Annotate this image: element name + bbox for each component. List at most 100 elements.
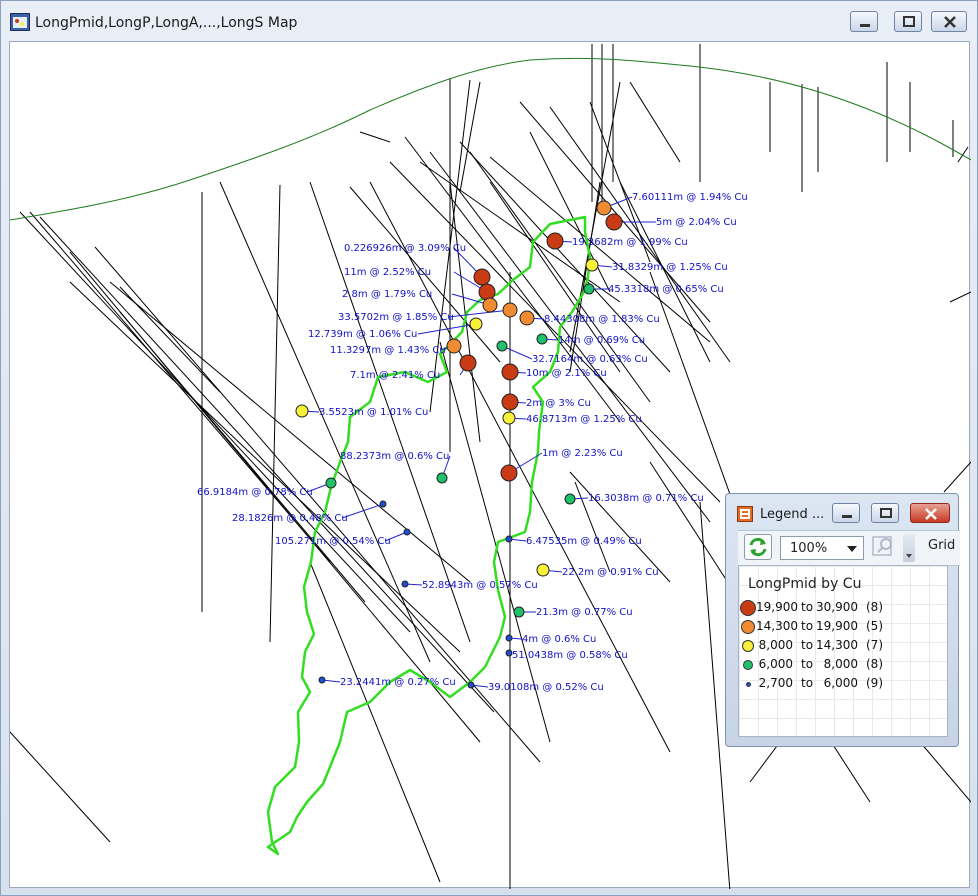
restore-icon xyxy=(880,508,892,518)
legend-settings-button[interactable] xyxy=(870,534,898,560)
drillhole-line xyxy=(269,184,281,643)
legend-toolbar: 100% Grid xyxy=(738,530,960,566)
sample-label: 10m @ 2.1% Cu xyxy=(526,368,607,379)
sample-marker[interactable] xyxy=(505,535,513,543)
drillhole-line xyxy=(10,731,111,843)
sample-marker[interactable] xyxy=(379,500,387,508)
sample-marker[interactable] xyxy=(500,464,518,482)
minimize-button[interactable] xyxy=(850,11,878,32)
sample-label: 0.226926m @ 3.09% Cu xyxy=(344,243,466,254)
sample-marker[interactable] xyxy=(564,493,576,505)
drillhole-line xyxy=(94,246,541,763)
sample-marker[interactable] xyxy=(496,340,508,352)
sample-marker[interactable] xyxy=(502,411,516,425)
sample-label: 45.3318m @ 0.65% Cu xyxy=(608,284,724,295)
sample-label: 8.44308m @ 1.83% Cu xyxy=(544,314,660,325)
sample-marker[interactable] xyxy=(325,477,337,489)
legend-minimize-button[interactable] xyxy=(832,503,860,523)
legend-count: (9) xyxy=(866,676,883,690)
drillhole-line xyxy=(359,131,391,143)
refresh-button[interactable] xyxy=(744,534,772,560)
sample-marker[interactable] xyxy=(436,472,448,484)
toolbar-overflow-button[interactable] xyxy=(903,534,915,562)
sample-marker[interactable] xyxy=(501,363,519,381)
close-icon xyxy=(944,16,956,28)
drillhole-line xyxy=(119,286,221,393)
sample-marker[interactable] xyxy=(596,200,612,216)
legend-swatch xyxy=(742,640,754,652)
sample-marker[interactable] xyxy=(403,528,411,536)
sample-marker[interactable] xyxy=(459,354,477,372)
label-leader xyxy=(341,503,384,519)
legend-close-button[interactable] xyxy=(910,503,950,523)
topography-line xyxy=(10,57,971,221)
sample-marker[interactable] xyxy=(536,563,550,577)
sample-marker[interactable] xyxy=(505,634,513,642)
sample-marker[interactable] xyxy=(546,232,564,250)
drillhole-line xyxy=(19,211,411,633)
sample-label: 66.9184m @ 0.78% Cu xyxy=(197,487,313,498)
legend-from: 8,000 xyxy=(758,638,793,652)
refresh-icon xyxy=(749,537,767,557)
sample-marker[interactable] xyxy=(478,283,496,301)
title-bar[interactable]: LongPmid,LongP,LongA,...,LongS Map xyxy=(1,1,977,41)
drillhole-line xyxy=(957,146,969,163)
sample-marker[interactable] xyxy=(318,676,326,684)
legend-window[interactable]: Legend ... 100% xyxy=(725,493,960,747)
legend-count: (7) xyxy=(866,638,883,652)
drillhole-line xyxy=(569,81,621,353)
sample-label: 19.3682m @ 1.99% Cu xyxy=(572,237,688,248)
legend-to: to xyxy=(801,619,814,633)
orebody-outline-path xyxy=(266,215,592,856)
sample-marker[interactable] xyxy=(583,283,595,295)
sample-marker[interactable] xyxy=(482,297,498,313)
sample-marker[interactable] xyxy=(505,649,513,657)
minimize-icon xyxy=(860,24,870,27)
sample-marker[interactable] xyxy=(401,580,409,588)
sample-marker[interactable] xyxy=(467,681,475,689)
legend-to: to xyxy=(801,676,814,690)
drillhole-line xyxy=(489,156,711,343)
zoom-select[interactable]: 100% xyxy=(780,536,864,560)
close-button[interactable] xyxy=(931,11,967,32)
chevron-down-icon xyxy=(847,546,857,552)
drillhole-line xyxy=(919,741,971,803)
legend-maximize-button[interactable] xyxy=(871,503,899,523)
drillhole-line xyxy=(309,561,441,883)
sample-marker[interactable] xyxy=(605,213,623,231)
sample-marker[interactable] xyxy=(502,302,518,318)
drillhole-line xyxy=(119,311,366,603)
drillhole-line xyxy=(219,181,431,663)
legend-upto: 30,900 xyxy=(816,600,858,614)
sample-label: 1m @ 2.23% Cu xyxy=(542,448,623,459)
grid-toggle[interactable]: Grid xyxy=(928,538,956,553)
sample-marker[interactable] xyxy=(513,606,525,618)
legend-swatch xyxy=(743,660,753,670)
legend-count: (8) xyxy=(866,600,883,614)
sample-label: 7.1m @ 2.41% Cu xyxy=(350,370,440,381)
sample-label: 12.739m @ 1.06% Cu xyxy=(308,329,417,340)
maximize-button[interactable] xyxy=(894,11,922,32)
sample-label: 4m @ 0.6% Cu xyxy=(522,634,596,645)
sample-marker[interactable] xyxy=(469,317,483,331)
sample-label: 2.8m @ 1.79% Cu xyxy=(342,289,432,300)
sample-marker[interactable] xyxy=(295,404,309,418)
sample-marker[interactable] xyxy=(536,333,548,345)
sample-label: 28.1826m @ 0.48% Cu xyxy=(232,513,348,524)
drillhole-line xyxy=(389,161,721,503)
drillhole-line xyxy=(699,501,731,889)
sample-label: 32.7164m @ 0.63% Cu xyxy=(532,354,648,365)
topography-path xyxy=(10,57,971,221)
drillhole-line xyxy=(39,216,495,713)
sample-marker[interactable] xyxy=(519,310,535,326)
sample-marker[interactable] xyxy=(585,258,599,272)
sample-marker[interactable] xyxy=(473,268,491,286)
drillhole-traces xyxy=(10,44,971,889)
sample-marker[interactable] xyxy=(446,338,462,354)
sample-marker[interactable] xyxy=(501,393,519,411)
drillhole-line xyxy=(619,181,711,363)
